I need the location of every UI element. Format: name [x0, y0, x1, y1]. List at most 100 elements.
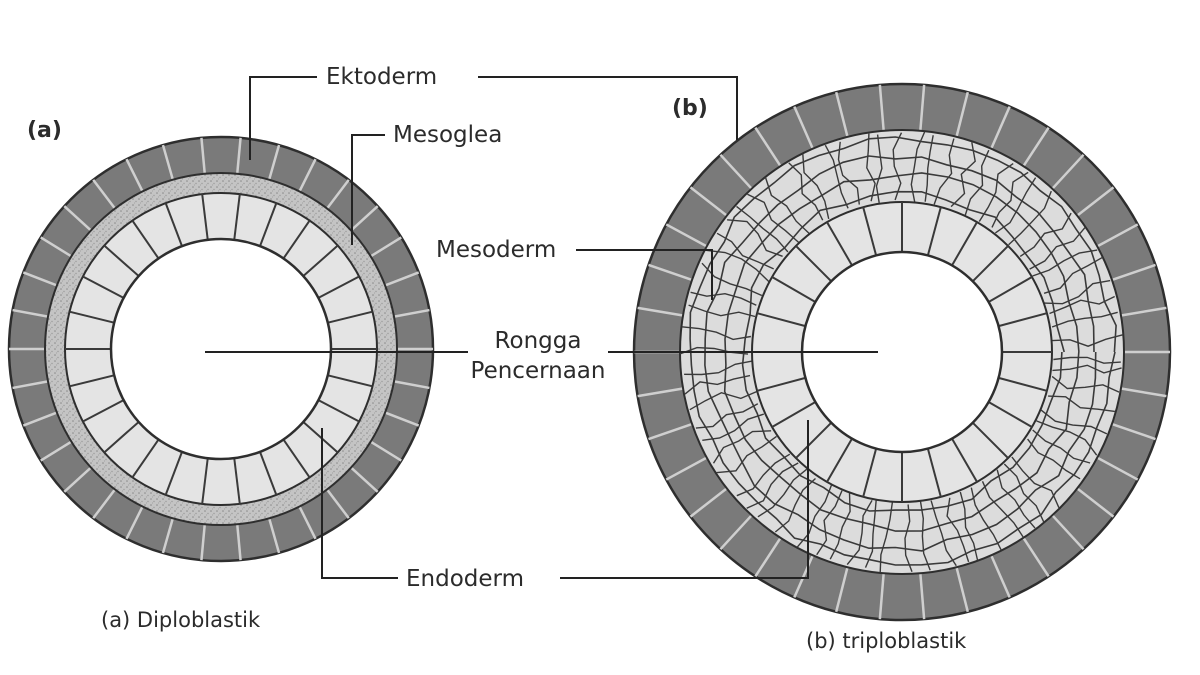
- mesoderm-cell-wall: [837, 141, 860, 205]
- caption-triploblastik: (b) triploblastik: [806, 629, 967, 653]
- mesoderm-cell-wall: [1052, 364, 1122, 374]
- mesoderm-cell-wall: [715, 435, 777, 474]
- mesoderm-cell-wall: [736, 453, 791, 497]
- mesoderm-cell-wall: [1008, 190, 1052, 246]
- ectoderm-cell-wall: [63, 205, 92, 232]
- endoderm-cell-wall: [771, 276, 816, 303]
- mesoderm-cell-wall: [757, 468, 808, 518]
- mesoderm-cell-wall: [764, 177, 810, 234]
- endoderm-cell-wall: [327, 310, 373, 324]
- ectoderm-cell-wall: [955, 566, 970, 613]
- label-mesoglea: Mesoglea: [393, 122, 503, 148]
- endoderm-cell-wall: [69, 310, 115, 324]
- ectoderm-cell-wall: [22, 271, 58, 287]
- ectoderm-cell-wall: [235, 524, 242, 561]
- ectoderm-cell-wall: [1076, 186, 1115, 217]
- endoderm-cell-wall: [795, 245, 832, 282]
- ectoderm-cell-wall: [648, 263, 693, 282]
- ectoderm-cell-wall: [369, 440, 402, 462]
- mesoderm-cell-wall: [688, 304, 756, 318]
- ectoderm-cell-wall: [637, 306, 684, 317]
- ectoderm-cell-wall: [955, 91, 970, 138]
- ectoderm-cell-wall: [878, 573, 885, 620]
- mesoderm-cell-wall: [695, 403, 759, 429]
- endoderm-cell-wall: [862, 448, 878, 498]
- ectoderm-cell-wall: [298, 505, 317, 540]
- mesoderm-cell-wall: [892, 132, 903, 201]
- mesoderm-cell-wall: [1052, 334, 1124, 347]
- ectoderm-cell-wall: [919, 573, 926, 620]
- mesoderm-cell-wall: [879, 502, 894, 573]
- endoderm-cell-wall: [103, 244, 140, 277]
- endoderm-cell-wall: [862, 206, 878, 256]
- endoderm-cell-wall: [282, 438, 311, 478]
- mesoderm-cell-wall: [1019, 212, 1072, 257]
- mesoderm-cell-wall: [1043, 279, 1111, 305]
- mesoderm-cell-wall: [1029, 226, 1086, 270]
- endoderm-cell-wall: [164, 202, 183, 247]
- endoderm-cell-wall: [826, 438, 853, 483]
- mesoderm-cell-wall: [904, 504, 913, 573]
- mesoderm-cell-wall: [996, 469, 1036, 529]
- ectoderm-cell-wall: [161, 144, 175, 181]
- endoderm-cell-wall: [771, 401, 816, 428]
- mesoderm-cell-wall: [1051, 311, 1118, 328]
- mesoderm-cell-wall: [1049, 295, 1116, 315]
- endoderm-cell-wall: [926, 448, 942, 498]
- ectoderm-cell-wall: [200, 137, 207, 174]
- leader-mesoglea: [351, 134, 385, 245]
- ectoderm-cell-wall: [350, 205, 379, 232]
- endoderm-cell-wall: [998, 312, 1048, 328]
- ectoderm-cell-wall: [384, 411, 420, 427]
- mesoderm-cell-wall: [736, 205, 789, 253]
- endoderm-cell-wall: [988, 401, 1033, 428]
- ectoderm-cell-wall: [40, 440, 73, 462]
- ectoderm-cell-wall: [125, 505, 144, 540]
- endoderm-cell-wall: [972, 422, 1009, 459]
- mesoderm-cell-wall: [946, 497, 970, 563]
- mesoderm-cell-wall: [1043, 256, 1103, 294]
- endoderm-cell-wall: [233, 458, 241, 504]
- label-pencernaan: Pencernaan: [470, 358, 606, 384]
- ectoderm-cell-wall: [235, 137, 242, 174]
- ectoderm-cell-wall: [1111, 422, 1156, 441]
- endoderm-cell-wall: [998, 376, 1048, 392]
- mesoderm-cell-wall: [816, 490, 843, 556]
- endoderm-cell-wall: [317, 399, 360, 423]
- mesoderm-cell-wall: [796, 484, 833, 548]
- endoderm-cell-wall: [756, 312, 806, 328]
- endoderm-cell-wall: [317, 275, 360, 299]
- ectoderm-cell-wall: [637, 387, 684, 398]
- mesoderm-cell-wall: [866, 133, 876, 202]
- mesoderm-cell-wall: [1032, 249, 1098, 277]
- endoderm-cell-wall: [82, 399, 125, 423]
- triploblastik-diagram: [632, 82, 1172, 622]
- endoderm-cell-wall: [826, 221, 853, 266]
- leader-ektoderm-b: [478, 76, 738, 140]
- leader-ektoderm-a: [249, 76, 317, 160]
- endoderm-cell-wall: [131, 220, 160, 260]
- label-mesoderm: Mesoderm: [436, 237, 557, 263]
- endoderm-cell-wall: [259, 451, 278, 496]
- ectoderm-cell-wall: [40, 236, 73, 258]
- endoderm-cell-wall: [201, 194, 209, 240]
- ectoderm-cell-wall: [990, 106, 1011, 150]
- ectoderm-cell-wall: [834, 566, 849, 613]
- mesoderm-cell-wall: [706, 249, 770, 283]
- ectoderm-cell-wall: [719, 153, 753, 190]
- ectoderm-cell-wall: [267, 517, 281, 554]
- mesoderm-cell-wall: [684, 360, 753, 376]
- mesoderm-cell-wall: [1048, 395, 1115, 413]
- ectoderm-cell-wall: [92, 488, 116, 519]
- ectoderm-cell-wall: [1022, 537, 1050, 578]
- label-endoderm: Endoderm: [406, 566, 524, 592]
- mesoderm-cell-wall: [875, 134, 883, 204]
- mesoderm-cell-wall: [829, 493, 851, 560]
- endoderm-cell-wall: [82, 275, 125, 299]
- endoderm-cell-wall: [282, 220, 311, 260]
- ectoderm-cell-wall: [919, 84, 926, 131]
- leader-endoderm-b: [560, 420, 809, 579]
- mesoderm-cell-wall: [919, 501, 931, 571]
- endoderm-cell-wall: [103, 421, 140, 454]
